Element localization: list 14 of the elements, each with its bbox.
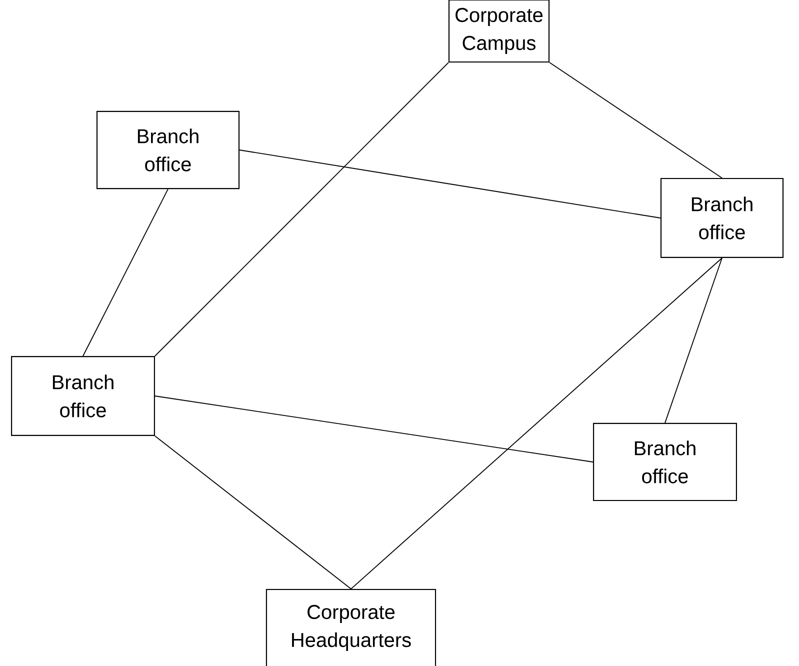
office-box: Corporate Campus <box>448 0 550 63</box>
connector-line <box>664 258 722 424</box>
connector-line <box>154 436 352 590</box>
office-box: Corporate Headquarters <box>266 588 436 666</box>
office-box: Branch office <box>96 110 240 190</box>
connector-line <box>154 62 449 356</box>
office-box: Branch office <box>593 422 737 502</box>
connector-line <box>549 62 722 178</box>
connector-line <box>350 258 722 590</box>
connector-line <box>239 150 661 218</box>
connector-line <box>82 188 168 356</box>
office-box: Branch office <box>660 178 784 258</box>
office-box: Branch office <box>11 356 155 436</box>
connector-line <box>154 396 594 462</box>
